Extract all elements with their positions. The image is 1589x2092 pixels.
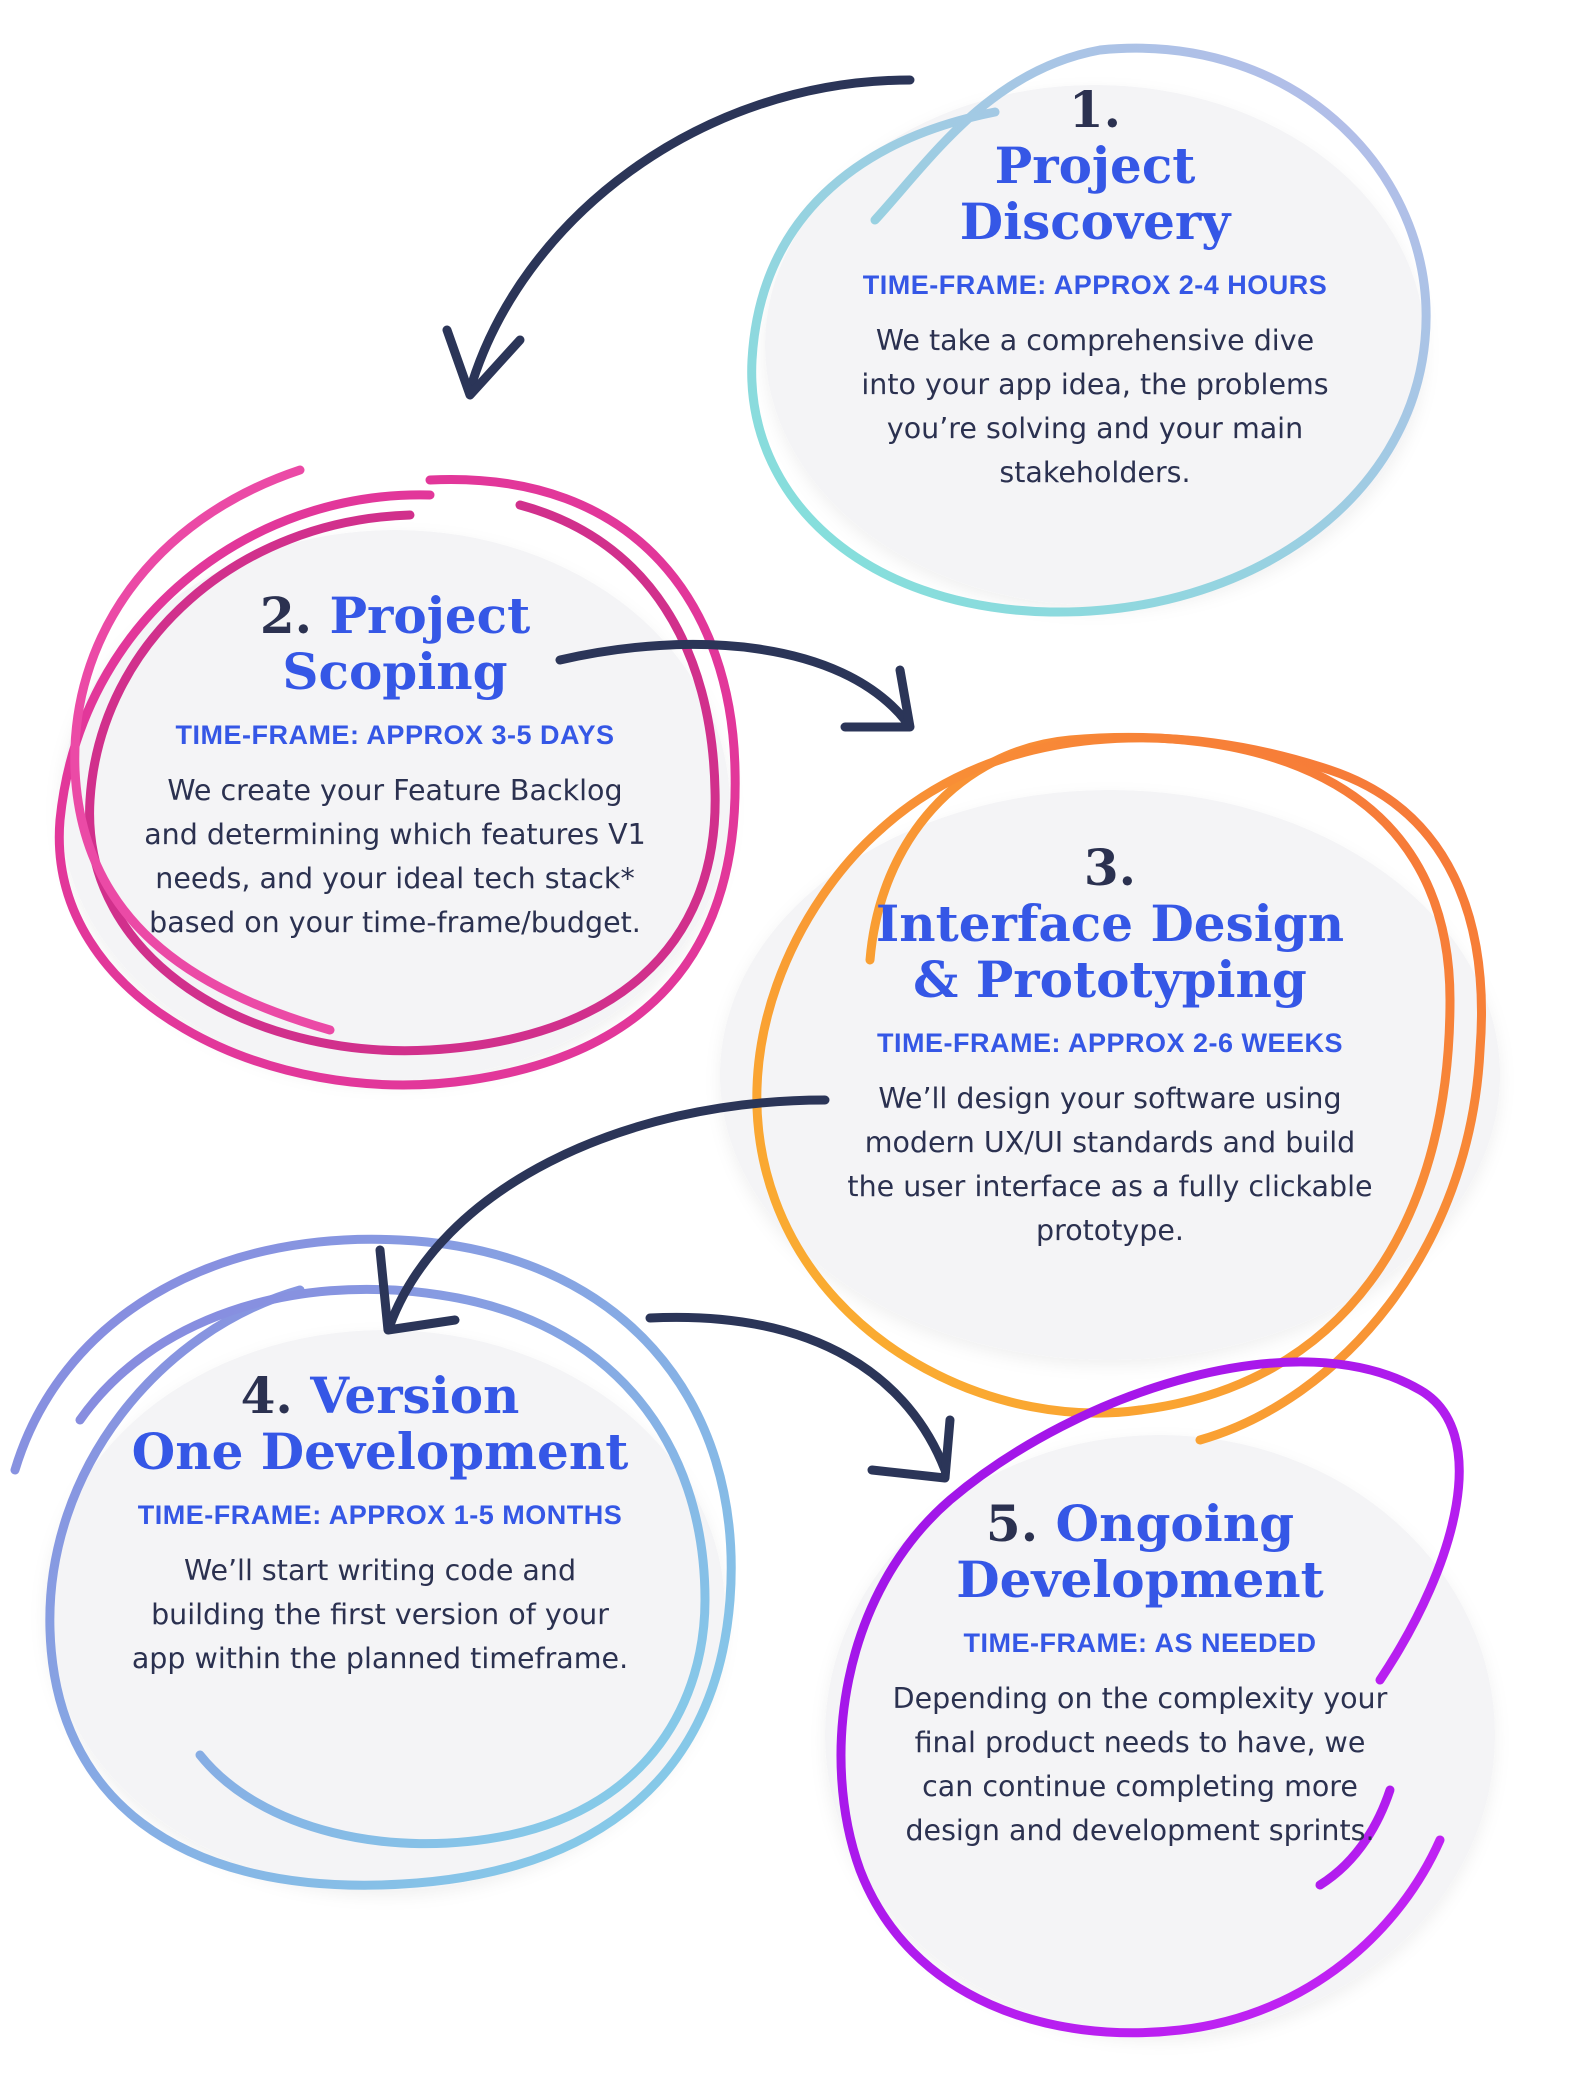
step-1-blob — [765, 85, 1425, 605]
step-1-scribble — [747, 43, 1431, 617]
step-4-title-line2: One Development — [131, 1422, 629, 1481]
step-3-title-line2: & Prototyping — [913, 950, 1307, 1009]
step-3-blob — [720, 790, 1500, 1360]
step-1-title-line1: Project — [994, 136, 1196, 195]
step-2-title-word: Project — [329, 586, 531, 645]
step-5-title-line1: 5. Ongoing — [880, 1496, 1400, 1552]
step-1-title-line2: Discovery — [959, 192, 1231, 251]
step-4-number: 4. — [240, 1366, 293, 1425]
step-3-scribble — [752, 732, 1486, 1445]
step-3: 3. Interface Design & Prototyping TIME-F… — [820, 840, 1400, 1253]
step-1-timeframe: TIME-FRAME: APPROX 2-4 HOURS — [862, 270, 1328, 300]
step-4: 4. Version One Development TIME-FRAME: A… — [100, 1368, 660, 1681]
step-4-blob — [45, 1330, 725, 1890]
step-4-description: We’ll start writing code and building th… — [131, 1554, 629, 1675]
step-4-timeframe: TIME-FRAME: APPROX 1-5 MONTHS — [137, 1500, 623, 1530]
step-2-scribble — [54, 465, 740, 1090]
step-2: 2. Project Scoping TIME-FRAME: APPROX 3-… — [130, 588, 660, 945]
step-1: 1. Project Discovery TIME-FRAME: APPROX … — [820, 82, 1370, 495]
step-2-description: We create your Feature Backlog and deter… — [144, 774, 646, 939]
step-3-description: We’ll design your software using modern … — [847, 1082, 1373, 1247]
step-3-title-line1: Interface Design — [875, 894, 1345, 953]
arrow-4-to-5 — [645, 1312, 955, 1483]
step-2-title-line1: 2. Project — [130, 588, 660, 644]
step-5-scribble — [836, 1357, 1464, 2038]
step-2-blob — [60, 530, 730, 1080]
step-4-scribble — [10, 1234, 736, 1890]
step-2-number: 2. — [259, 586, 313, 645]
step-5-title-word: Ongoing — [1055, 1494, 1295, 1553]
arrow-3-to-4 — [375, 1095, 830, 1335]
step-5-number: 5. — [985, 1494, 1039, 1553]
step-5: 5. Ongoing Development TIME-FRAME: AS NE… — [880, 1496, 1400, 1853]
step-5-timeframe: TIME-FRAME: AS NEEDED — [963, 1628, 1317, 1658]
step-2-title-line2: Scoping — [282, 642, 508, 701]
step-3-timeframe: TIME-FRAME: APPROX 2-6 WEEKS — [876, 1028, 1344, 1058]
step-4-title-word: Version — [310, 1366, 520, 1425]
step-4-title-line1: 4. Version — [100, 1368, 660, 1424]
step-1-description: We take a comprehensive dive into your a… — [861, 324, 1329, 489]
arrow-1-to-2 — [442, 75, 915, 400]
arrow-2-to-3 — [555, 639, 915, 732]
step-5-description: Depending on the complexity your final p… — [892, 1682, 1388, 1847]
step-5-title-line2: Development — [956, 1550, 1324, 1609]
step-1-number: 1. — [1068, 80, 1122, 139]
step-3-number: 3. — [1083, 838, 1137, 897]
step-2-timeframe: TIME-FRAME: APPROX 3-5 DAYS — [175, 720, 615, 750]
